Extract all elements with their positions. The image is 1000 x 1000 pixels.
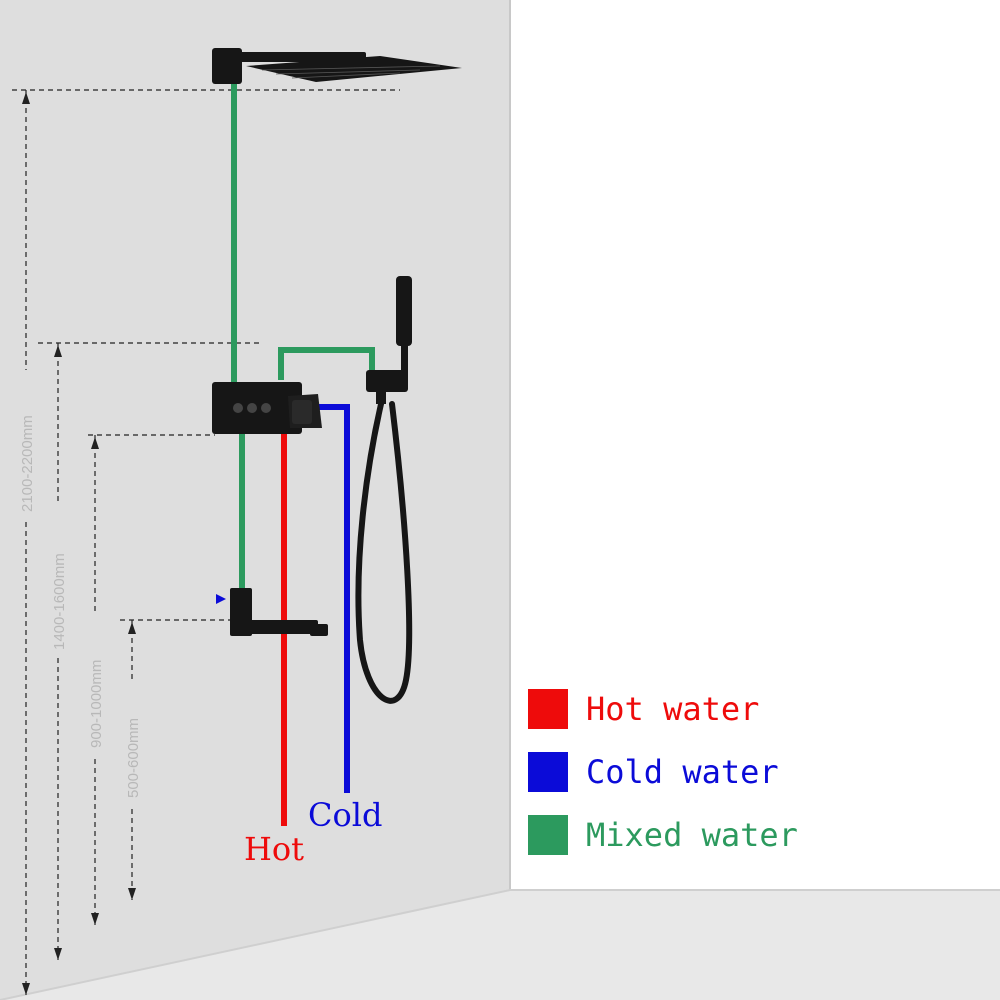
legend-item-hot: Hot water xyxy=(528,686,798,732)
floor-edge-line-left xyxy=(0,889,511,1000)
rain-shower-head xyxy=(212,48,462,84)
dimension-label-body: 900-1000mm xyxy=(88,660,105,748)
tub-spout xyxy=(230,588,328,636)
legend-label-mixed: Mixed water xyxy=(586,816,798,854)
dimension-label-head: 2100-2200mm xyxy=(19,415,36,512)
legend-item-mixed: Mixed water xyxy=(528,812,798,858)
dimension-label-valve: 1400-1600mm xyxy=(51,553,68,650)
legend-label-cold: Cold water xyxy=(586,753,779,791)
right-wall xyxy=(510,0,1000,890)
shower-head-nozzles xyxy=(261,65,441,79)
hand-shower-hose xyxy=(355,401,413,704)
floor xyxy=(0,890,1000,1000)
legend-swatch-cold xyxy=(528,752,568,792)
mixed-water-pipes xyxy=(231,82,375,595)
hand-shower xyxy=(366,276,412,404)
legend: Hot water Cold water Mixed water xyxy=(528,686,798,875)
hot-pipe-label: Hot xyxy=(244,830,304,868)
dimension-label-spout: 500-600mm xyxy=(125,718,142,798)
cold-pipe-label: Cold xyxy=(308,796,382,834)
legend-swatch-hot xyxy=(528,689,568,729)
legend-label-hot: Hot water xyxy=(586,690,760,728)
dimension-arrows xyxy=(22,92,136,995)
legend-item-cold: Cold water xyxy=(528,749,798,795)
legend-swatch-mixed xyxy=(528,815,568,855)
mixing-valve-panel xyxy=(212,382,322,434)
spout-marker-arrow xyxy=(216,594,226,604)
cold-water-pipe xyxy=(314,404,350,793)
